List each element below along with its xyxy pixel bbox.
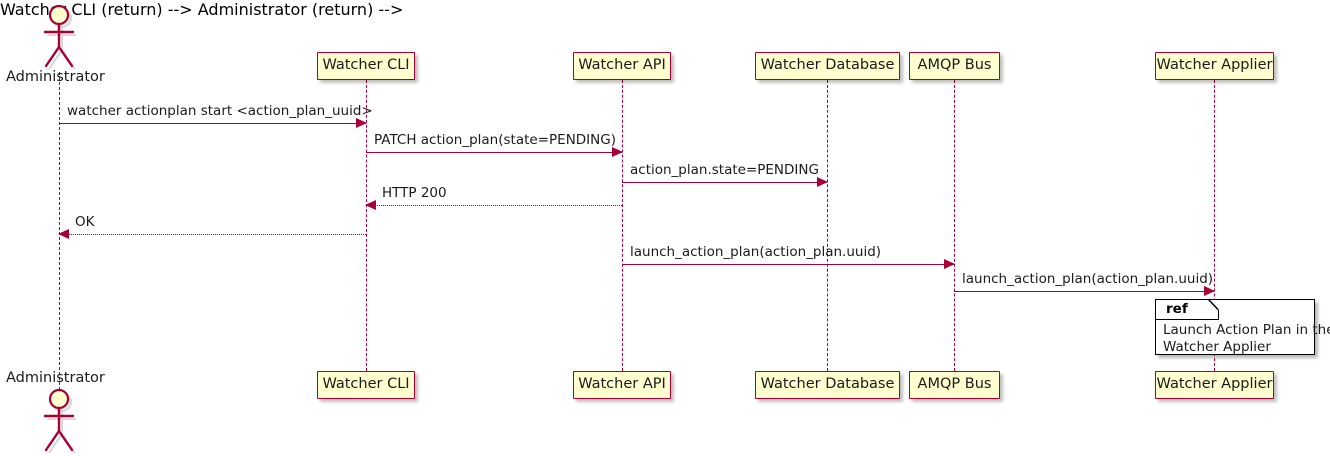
message-label: launch_action_plan(action_plan.uuid) [962, 271, 1214, 287]
participant-box-watcher-applier-top[interactable]: Watcher Applier [1155, 52, 1274, 80]
participant-box-watcher-api-top[interactable]: Watcher API [573, 52, 671, 80]
actor-administrator-bottom [36, 388, 82, 456]
ref-fragment-launch-action-plan[interactable]: ref Launch Action Plan in the Watcher Ap… [1155, 299, 1330, 355]
participant-box-watcher-cli-bottom[interactable]: Watcher CLI [317, 371, 415, 399]
message-label: HTTP 200 [382, 185, 447, 201]
message-label: action_plan.state=PENDING [630, 162, 819, 178]
lifeline-watcher-cli [366, 80, 367, 371]
ref-tab-notch-icon [1207, 299, 1219, 311]
message-label: watcher actionplan start <action_plan_uu… [67, 103, 373, 119]
participant-box-amqp-bus-top[interactable]: AMQP Bus [909, 52, 1000, 80]
message-line [366, 205, 622, 206]
ref-fragment-tab: ref [1156, 299, 1219, 320]
ref-fragment-body: Launch Action Plan in the Watcher Applie… [1163, 322, 1330, 355]
lifeline-watcher-applier [1214, 80, 1215, 371]
message-line [622, 182, 827, 183]
lifeline-watcher-api [622, 80, 623, 371]
message-label: OK [75, 214, 95, 230]
arrowhead-left-icon [58, 229, 69, 239]
arrowhead-right-icon [944, 259, 955, 269]
message-line [622, 264, 954, 265]
participant-box-watcher-applier-bottom[interactable]: Watcher Applier [1155, 371, 1274, 399]
ref-body-line-2: Watcher Applier [1163, 338, 1271, 355]
message-label: launch_action_plan(action_plan.uuid) [630, 244, 882, 260]
arrowhead-left-icon [365, 200, 376, 210]
actor-label-administrator-top: Administrator [6, 69, 105, 85]
ref-body-line-1: Launch Action Plan in the [1163, 322, 1330, 338]
participant-box-watcher-api-bottom[interactable]: Watcher API [573, 371, 671, 399]
arrowhead-right-icon [817, 177, 828, 187]
message-line [59, 123, 366, 124]
message-line [954, 291, 1214, 292]
participant-box-amqp-bus-bottom[interactable]: AMQP Bus [909, 371, 1000, 399]
actor-label-administrator-bottom: Administrator [6, 370, 105, 386]
participant-box-watcher-database-bottom[interactable]: Watcher Database [755, 371, 900, 399]
lifeline-amqp-bus [954, 80, 955, 371]
message-label: PATCH action_plan(state=PENDING) [374, 132, 616, 148]
lifeline-watcher-database [827, 80, 828, 371]
ref-tab-shape [1156, 300, 1219, 320]
participant-box-watcher-database-top[interactable]: Watcher Database [755, 52, 900, 80]
message-line [366, 152, 622, 153]
arrowhead-right-icon [612, 147, 623, 157]
actor-administrator-top [36, 4, 82, 72]
message-line [59, 234, 366, 235]
arrowhead-right-icon [1204, 286, 1215, 296]
arrowhead-right-icon [356, 118, 367, 128]
ref-operator-label: ref [1166, 301, 1188, 317]
participant-box-watcher-cli-top[interactable]: Watcher CLI [317, 52, 415, 80]
